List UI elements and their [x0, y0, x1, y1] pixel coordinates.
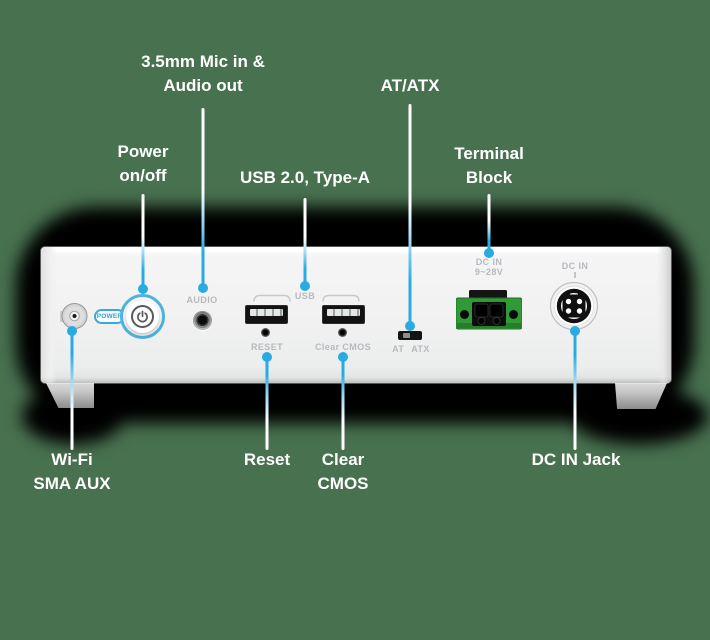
usb-port-1 — [245, 305, 288, 324]
dc-in-jack — [549, 281, 599, 331]
callout-atx-line — [408, 104, 412, 326]
callout-usb-label: USB 2.0, Type-A — [239, 168, 371, 187]
callout-reset-line — [265, 357, 269, 450]
clear-cmos-panel-label: Clear CMOS — [314, 342, 372, 352]
callout-dcin-label: DC IN Jack — [531, 450, 621, 469]
callout-cmos-line2: CMOS — [317, 474, 369, 493]
callout-mic-dot — [198, 283, 208, 293]
callout-mic-line — [201, 108, 205, 288]
callout-reset-label: Reset — [243, 450, 291, 469]
wifi-sma-connector — [60, 303, 88, 329]
terminal-dc-label-2: 9~28V — [474, 267, 504, 277]
terminal-dc-label-1: DC IN — [475, 257, 503, 267]
usb-label: USB — [294, 291, 316, 301]
callout-power-line2: on/off — [119, 166, 167, 185]
usb-port-1-tongue — [250, 309, 283, 316]
clear-cmos-hole — [338, 328, 347, 337]
callout-wifi-line — [70, 331, 74, 450]
reset-hole — [261, 328, 270, 337]
usb-bracket-right — [322, 294, 360, 302]
callout-mic-line2: Audio out — [163, 76, 243, 95]
at-atx-panel-label: AT ATX — [392, 344, 430, 354]
audio-label: AUDIO — [186, 295, 218, 305]
callout-dcin-line — [573, 331, 577, 450]
panel-top-edge — [43, 247, 669, 252]
audio-jack — [193, 311, 212, 330]
panel-right-edge — [657, 247, 671, 383]
callout-terminal-line1: Terminal — [454, 144, 524, 163]
power-icon — [137, 310, 148, 323]
usb-port-2-tongue — [327, 309, 360, 316]
reset-panel-label: RESET — [250, 342, 284, 352]
callout-terminal-line2: Block — [465, 168, 513, 187]
usb-bracket-left — [253, 294, 291, 302]
callout-power-dot — [138, 284, 148, 294]
power-button-face — [131, 305, 154, 328]
callout-atx-label: AT/ATX — [380, 76, 440, 95]
atx-label: ATX — [411, 344, 430, 354]
callout-terminal-dot — [484, 248, 494, 258]
dc-in-label-tick — [574, 272, 576, 278]
callout-power-line — [141, 194, 145, 289]
dc-in-panel-label: DC IN — [561, 261, 589, 271]
callout-wifi-line1: Wi-Fi — [51, 450, 93, 469]
at-label: AT — [392, 344, 405, 354]
at-atx-switch-knob — [403, 333, 410, 338]
device-front-panel: POWER AUDIO USB RESET Clea — [41, 247, 671, 383]
callout-usb-dot — [300, 281, 310, 291]
callout-terminal-line — [487, 194, 491, 253]
callout-cmos-line — [341, 357, 345, 450]
usb-port-2 — [322, 305, 365, 324]
power-label: POWER — [96, 313, 123, 320]
at-atx-switch — [398, 331, 422, 340]
callout-cmos-line1: Clear — [321, 450, 365, 469]
callout-mic-line1: 3.5mm Mic in & — [141, 52, 265, 71]
callout-wifi-line2: SMA AUX — [33, 474, 111, 493]
callout-usb-line — [303, 198, 307, 286]
callout-power-line1: Power — [117, 142, 169, 161]
panel-bottom-edge — [41, 377, 671, 383]
panel-left-edge — [41, 247, 57, 383]
terminal-block — [456, 290, 522, 330]
callout-atx-dot — [405, 321, 415, 331]
